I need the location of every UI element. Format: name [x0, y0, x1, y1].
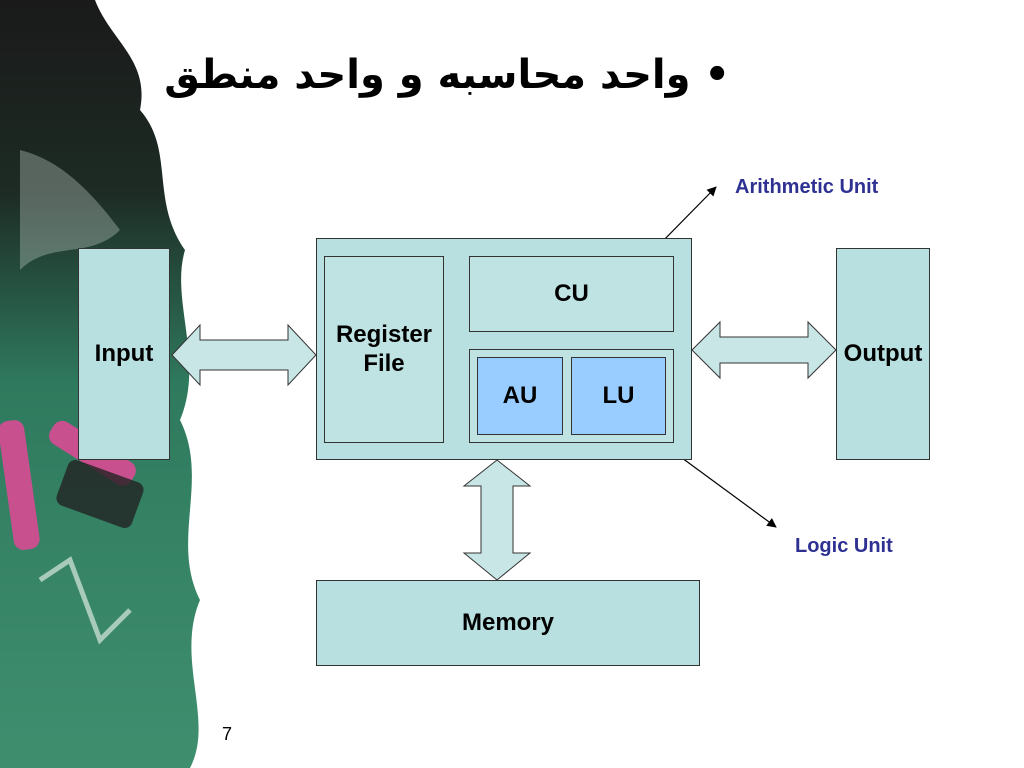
lu-box: LU [571, 357, 666, 435]
slide-title: • واحد محاسبه و واحد منطق [164, 52, 730, 98]
memory-label: Memory [461, 608, 555, 636]
input-label: Input [94, 339, 154, 367]
memory-box: Memory [316, 580, 700, 666]
cu-box: CU [469, 256, 674, 332]
page-number: 7 [222, 724, 233, 744]
logic-unit-callout: Logic Unit [795, 535, 893, 557]
register-file-box: Register File [324, 256, 444, 443]
au-label: AU [502, 381, 538, 409]
cpu-memory-double-arrow [462, 459, 532, 581]
chalk-smear [20, 150, 120, 270]
cpu-output-double-arrow [691, 320, 837, 380]
output-box: Output [836, 248, 930, 460]
register-file-label: Register File [335, 320, 433, 377]
au-box: AU [477, 357, 563, 435]
cu-label: CU [554, 279, 589, 307]
chalk-scribble [38, 556, 132, 645]
input-cpu-double-arrow [171, 323, 317, 387]
output-label: Output [843, 339, 923, 367]
lu-label: LU [602, 381, 635, 409]
arithmetic-unit-callout: Arithmetic Unit [735, 176, 879, 198]
input-box: Input [78, 248, 170, 460]
